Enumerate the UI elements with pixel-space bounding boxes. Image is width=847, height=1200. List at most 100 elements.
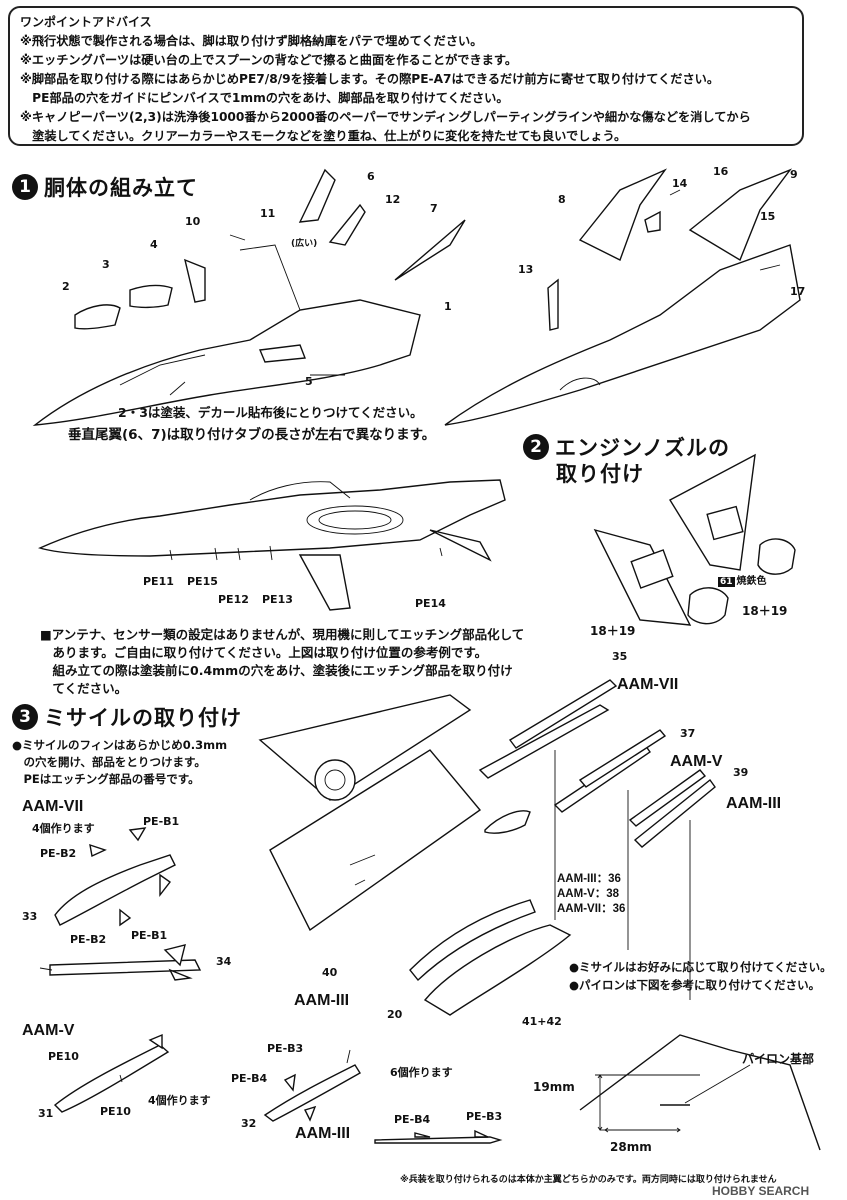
part-number: 7	[430, 202, 438, 215]
pylon-diagram	[579, 1034, 821, 1151]
pe-label: PE12	[218, 593, 249, 606]
part-number: 12	[385, 193, 401, 206]
pylon-base-label: パイロン基部	[742, 1052, 815, 1066]
part-number: 32	[241, 1117, 257, 1130]
section1-heading: 1 胴体の組み立て	[12, 172, 198, 202]
pe-label: PE-B3	[267, 1042, 304, 1055]
part-number: 3	[102, 258, 110, 271]
pe-label: PE11	[143, 575, 174, 588]
part-number: 13	[518, 263, 534, 276]
fuselage-assembly-drawing	[32, 168, 801, 426]
pe-label: PE-B4	[231, 1072, 268, 1085]
antenna-note: ■アンテナ、センサー類の設定はありませんが、現用機に則してエッチング部品化して …	[40, 626, 524, 698]
antenna-note-line: ■アンテナ、センサー類の設定はありませんが、現用機に則してエッチング部品化して	[40, 627, 525, 642]
aam3-side-drawing	[374, 1129, 503, 1144]
section1-note: 2・3は塗装、デカール貼布後にとりつけてください。	[118, 405, 423, 420]
aam5-build-drawing	[53, 1033, 170, 1113]
part-number: 9	[790, 168, 798, 181]
advice-line: ※飛行状態で製作される場合は、脚は取り付けず脚格納庫をパテで埋めてください。	[20, 34, 483, 48]
missile-name: AAM-III	[294, 992, 350, 1009]
missile-name: AAM-V	[22, 1022, 75, 1039]
footer-note: ※兵装を取り付けられるのは本体か主翼どちらかのみです。両方同時には取り付けられま…	[400, 1175, 777, 1185]
pe-label: PE14	[415, 597, 446, 610]
dimension-horizontal: 28mm	[610, 1140, 652, 1154]
antenna-note-line: 組み立ての際は塗装前に0.4mmの穴をあけ、塗装後にエッチング部品を取り付け	[40, 663, 513, 678]
section-title: 胴体の組み立て	[44, 176, 198, 200]
section3-note-line: の穴を開け、部品をとりつけます。	[12, 755, 206, 769]
color-number: 61	[718, 577, 735, 587]
advice-line: ※エッチングパーツは硬い台の上でスプーンの背などで擦ると曲面を作ることができます…	[20, 53, 518, 67]
pe-label: PE15	[187, 575, 218, 588]
section-number: 3	[12, 704, 38, 730]
antenna-note-line: てください。	[40, 681, 128, 696]
advice-line: PE部品の穴をガイドにピンバイスで1mmの穴をあけ、脚部品を取り付けてください。	[20, 91, 509, 105]
dimension-vertical: 19mm	[533, 1080, 575, 1094]
part-number: 33	[22, 910, 38, 923]
part-number: 5	[305, 375, 313, 388]
side-view-drawing	[38, 479, 506, 611]
section-title-line2: 取り付け	[556, 462, 644, 486]
part-number: 34	[216, 955, 232, 968]
section3-note-line: PEはエッチング部品の番号です。	[12, 772, 200, 786]
advice-box: ワンポイントアドバイス ※飛行状態で製作される場合は、脚は取り付けず脚格納庫をパ…	[8, 6, 804, 146]
pylon-note-line: ●パイロンは下図を参考に取り付けてください。	[569, 978, 821, 992]
part-number: 18＋19	[742, 604, 788, 618]
pylon-note-line: ●ミサイルはお好みに応じて取り付けてください。	[569, 960, 832, 974]
color-name: 焼鉄色	[736, 576, 767, 587]
build-count: 4個作ります	[32, 822, 95, 835]
pe-label: PE-B3	[466, 1110, 503, 1123]
part-number: 2	[62, 280, 70, 293]
part-number: 8	[558, 193, 566, 206]
pe-label: PE-B2	[70, 933, 107, 946]
part-number: 4	[150, 238, 158, 251]
missile-name: AAM-III	[295, 1125, 351, 1142]
part-number: 17	[790, 285, 806, 298]
pe-label: PE-B1	[131, 929, 168, 942]
pylon-list-item: AAM-VII：36	[557, 903, 626, 915]
wide-label: (広い)	[291, 239, 318, 249]
part-number: 39	[733, 766, 749, 779]
section2-heading: 2 エンジンノズルの	[523, 432, 730, 462]
section1-note: 垂直尾翼(6、7)は取り付けタブの長さが左右で異なります。	[68, 427, 436, 443]
advice-line: ※脚部品を取り付ける際にはあらかじめPE7/8/9を接着します。その際PE-A7…	[20, 72, 720, 86]
part-number: 11	[260, 207, 276, 220]
missile-name: AAM-V	[670, 753, 723, 770]
part-number: 16	[713, 165, 729, 178]
part-number: 41+42	[522, 1015, 562, 1028]
section3-heading: 3 ミサイルの取り付け	[12, 702, 242, 732]
section-title: エンジンノズルの	[555, 436, 730, 460]
aam3-build-drawing	[263, 1049, 361, 1122]
pylon-list-item: AAM-III：36	[557, 873, 621, 885]
missile-name: AAM-VII	[22, 798, 84, 815]
pe-label: PE-B2	[40, 847, 77, 860]
advice-line: 塗装してください。クリアーカラーやスモークなどを塗り重ね、仕上がりに変化を持たせ…	[20, 129, 627, 143]
watermark: HOBBY SEARCH	[712, 1184, 810, 1198]
part-number: 18＋19	[590, 624, 636, 638]
section3-note-line: ●ミサイルのフィンはあらかじめ0.3mm	[12, 738, 228, 752]
pylon-list: AAM-III：36 AAM-V：38 AAM-VII：36	[557, 872, 625, 917]
pe-label: PE13	[262, 593, 293, 606]
missile-name: AAM-VII	[617, 676, 679, 693]
pylon-notes: ●ミサイルはお好みに応じて取り付けてください。 ●パイロンは下図を参考に取り付け…	[569, 958, 832, 994]
part-number: 15	[760, 210, 776, 223]
pe-label: PE10	[48, 1050, 79, 1063]
aam7-build-drawing	[39, 827, 202, 981]
pe-label: PE-B4	[394, 1113, 431, 1126]
part-number: 40	[322, 966, 338, 979]
section-title: ミサイルの取り付け	[44, 706, 242, 730]
engine-nozzle-drawing	[593, 453, 796, 626]
build-count: 6個作ります	[390, 1066, 453, 1079]
antenna-note-line: あります。ご自由に取り付けてください。上図は取り付け位置の参考例です。	[40, 645, 488, 660]
section-number: 2	[523, 434, 549, 460]
pe-label: PE-B1	[143, 815, 180, 828]
advice-line: ※キャノピーパーツ(2,3)は洗浄後1000番から2000番のペーパーでサンディ…	[20, 110, 751, 124]
part-number: 20	[387, 1008, 403, 1021]
missile-name: AAM-III	[726, 795, 782, 812]
pe-label: PE10	[100, 1105, 131, 1118]
part-number: 1	[444, 300, 452, 313]
part-number: 31	[38, 1107, 54, 1120]
missile-installation-drawing	[258, 679, 716, 1016]
part-number: 37	[680, 727, 696, 740]
part-number: 10	[185, 215, 201, 228]
